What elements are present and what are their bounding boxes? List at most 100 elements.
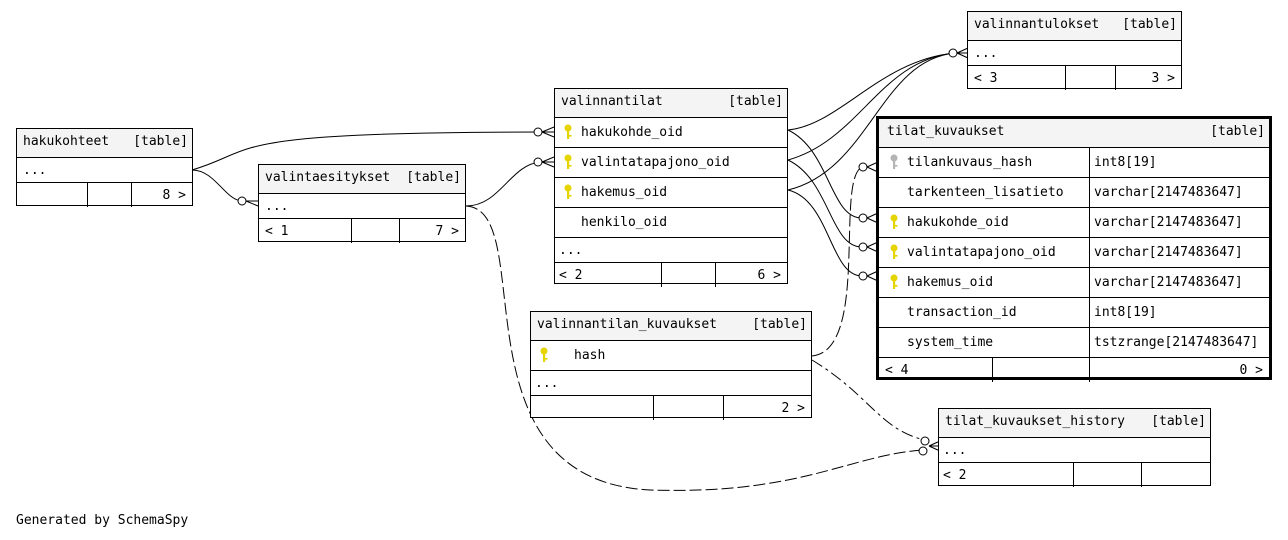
edge-kuvaukset-history xyxy=(811,359,926,441)
table-tilat-kuvaukset[interactable]: tilat_kuvaukset [table] tilankuvaus_hash… xyxy=(876,116,1272,382)
parents-count: < 2 xyxy=(559,267,583,283)
key-icon xyxy=(540,347,548,362)
table-kind: [table] xyxy=(1151,414,1206,429)
edge-valinnantilat-valinnantulokset-3 xyxy=(787,52,956,191)
table-footer: < 2 6 > xyxy=(555,263,787,287)
key-icon xyxy=(564,124,572,139)
ellipsis-row: ... xyxy=(531,371,811,396)
generator-caption: Generated by SchemaSpy xyxy=(16,513,189,528)
table-kind: [table] xyxy=(1210,124,1265,139)
table-footer: 2 > xyxy=(531,396,811,420)
table-header: tilat_kuvaukset_history [table] xyxy=(939,409,1210,438)
children-count: 3 > xyxy=(1151,70,1175,86)
ellipsis: ... xyxy=(559,242,583,258)
column-row[interactable]: hakukohde_oid xyxy=(555,118,787,148)
table-name: valinnantilan_kuvaukset xyxy=(537,317,718,332)
column-row[interactable]: tilankuvaus_hash int8[19] xyxy=(879,148,1269,178)
children-count: 8 > xyxy=(162,187,186,203)
column-row[interactable]: henkilo_oid xyxy=(555,208,787,238)
table-footer: 8 > xyxy=(17,183,192,207)
edge-valinnantilat-tilat-hakemus xyxy=(787,189,863,277)
column-row[interactable]: valintatapajono_oid varchar[2147483647] xyxy=(879,238,1269,268)
table-footer: < 4 0 > xyxy=(879,358,1269,382)
column-row[interactable]: hakukohde_oid varchar[2147483647] xyxy=(879,208,1269,238)
table-footer: < 1 7 > xyxy=(259,219,465,243)
table-kind: [table] xyxy=(406,170,461,185)
column-name: hakukohde_oid xyxy=(581,125,683,140)
table-name: valintaesitykset xyxy=(265,170,391,185)
table-name: tilat_kuvaukset xyxy=(887,124,1005,139)
column-row[interactable]: hash xyxy=(531,341,811,371)
table-hakukohteet[interactable]: hakukohteet [table] ... 8 > xyxy=(16,128,193,207)
edge-kuvaukset-tilat-hash xyxy=(811,166,863,357)
edge-hakukohteet-valintaesitykset xyxy=(191,169,243,202)
table-header: hakukohteet [table] xyxy=(17,129,192,158)
column-row[interactable]: transaction_id int8[19] xyxy=(879,298,1269,328)
column-name: valintatapajono_oid xyxy=(581,155,730,170)
table-name: hakukohteet xyxy=(23,134,110,149)
table-header: valintaesitykset [table] xyxy=(259,165,465,194)
ellipsis: ... xyxy=(943,442,967,458)
table-tilat-kuvaukset-history[interactable]: tilat_kuvaukset_history [table] ... < 2 xyxy=(938,408,1211,487)
column-name: hakemus_oid xyxy=(907,275,994,290)
edge-valinnantilat-valinnantulokset-1 xyxy=(787,52,956,131)
children-count: 0 > xyxy=(1239,362,1263,378)
table-header: tilat_kuvaukset [table] xyxy=(879,119,1269,148)
column-row[interactable]: hakemus_oid varchar[2147483647] xyxy=(879,268,1269,298)
table-valintaesitykset[interactable]: valintaesitykset [table] ... < 1 7 > xyxy=(258,164,466,243)
column-name: hash xyxy=(574,348,606,363)
column-row[interactable]: hakemus_oid xyxy=(555,178,787,208)
key-icon xyxy=(564,184,572,199)
children-count: 6 > xyxy=(757,267,781,283)
key-icon xyxy=(890,214,898,229)
edge-valintaesitykset-valinnantilat xyxy=(465,161,541,207)
column-type: varchar[2147483647] xyxy=(1089,178,1269,207)
parents-count: < 3 xyxy=(974,70,998,86)
table-name: valinnantilat xyxy=(561,94,663,109)
edge-valinnantilat-tilat-hakukohde xyxy=(787,129,863,219)
column-type: int8[19] xyxy=(1089,148,1269,177)
table-kind: [table] xyxy=(1122,17,1177,32)
ellipsis-row: ... xyxy=(939,438,1210,463)
column-name: transaction_id xyxy=(907,305,1017,320)
key-icon xyxy=(564,154,572,169)
table-valinnantulokset[interactable]: valinnantulokset [table] ... < 3 3 > xyxy=(967,11,1182,90)
column-name: valintatapajono_oid xyxy=(907,245,1056,260)
column-name: system_time xyxy=(907,335,994,350)
column-row[interactable]: system_time tstzrange[2147483647] xyxy=(879,328,1269,358)
column-row[interactable]: valintatapajono_oid xyxy=(555,148,787,178)
ellipsis: ... xyxy=(23,162,47,178)
column-name: hakukohde_oid xyxy=(907,215,1009,230)
ellipsis-row: ... xyxy=(968,41,1181,66)
key-icon xyxy=(890,274,898,289)
edge-hakukohteet-valinnantilat xyxy=(191,131,541,171)
table-name: valinnantulokset xyxy=(974,17,1100,32)
parents-count: < 2 xyxy=(943,467,967,483)
edge-valintaesitykset-history xyxy=(465,205,924,491)
table-kind: [table] xyxy=(133,134,188,149)
ellipsis-row: ... xyxy=(555,238,787,263)
ellipsis: ... xyxy=(535,375,559,391)
column-name: tarkenteen_lisatieto xyxy=(907,185,1064,200)
children-count: 7 > xyxy=(435,223,459,239)
table-footer: < 3 3 > xyxy=(968,66,1181,90)
table-valinnantilat[interactable]: valinnantilat [table] hakukohde_oid vali… xyxy=(554,88,788,287)
children-count xyxy=(1141,463,1210,487)
edge-valinnantilat-valinnantulokset-2 xyxy=(787,52,956,161)
table-header: valinnantilat [table] xyxy=(555,89,787,118)
children-count: 2 > xyxy=(781,400,805,416)
parents-count: < 1 xyxy=(265,223,289,239)
key-icon xyxy=(890,244,898,259)
table-valinnantilan-kuvaukset[interactable]: valinnantilan_kuvaukset [table] hash ...… xyxy=(530,311,812,420)
column-name: tilankuvaus_hash xyxy=(907,155,1033,170)
table-footer: < 2 xyxy=(939,463,1210,487)
column-name: henkilo_oid xyxy=(581,215,668,230)
table-header: valinnantilan_kuvaukset [table] xyxy=(531,312,811,341)
column-type: varchar[2147483647] xyxy=(1089,208,1269,237)
column-name: hakemus_oid xyxy=(581,185,668,200)
column-row[interactable]: tarkenteen_lisatieto varchar[2147483647] xyxy=(879,178,1269,208)
ellipsis-row: ... xyxy=(259,194,465,219)
ellipsis: ... xyxy=(974,45,998,61)
parents-count: < 4 xyxy=(885,362,909,378)
